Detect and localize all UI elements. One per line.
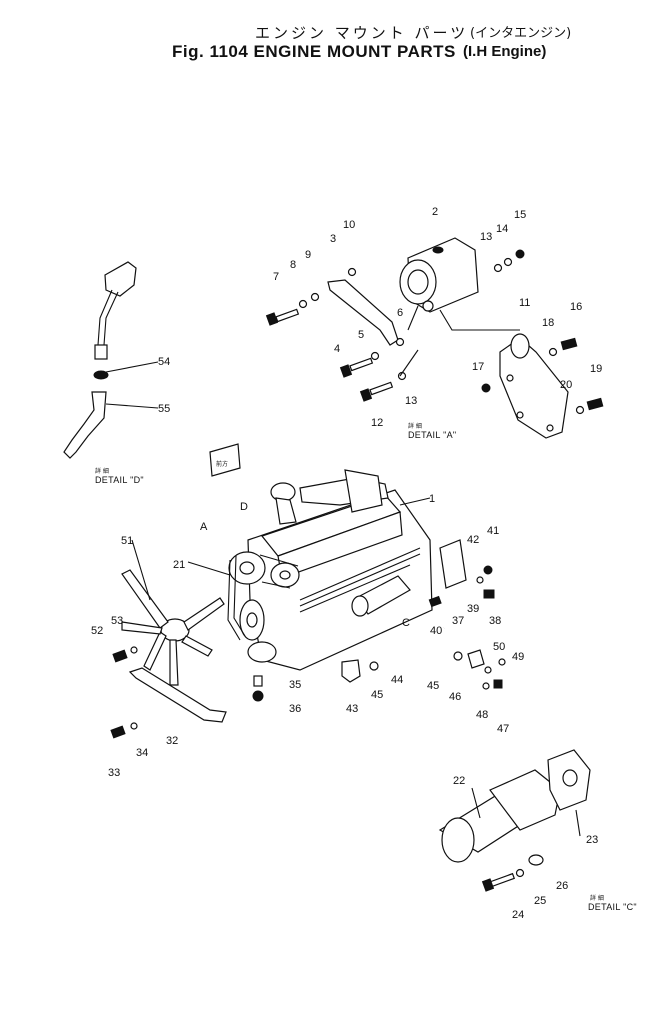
callout-3: 3 [330,233,336,245]
title-japanese-variant: (インタエンジン) [470,26,572,41]
callout-52: 52 [91,625,103,637]
callout-17: 17 [472,361,484,373]
callout-19: 19 [590,363,602,375]
leader-lines [105,361,581,837]
bolt-4 [339,357,374,378]
detail-c-mark: 詳 細 [590,894,604,902]
view-letter-c: C [402,617,410,629]
callout-16: 16 [570,301,582,313]
cooling-fan [121,569,225,686]
callout-20: 20 [560,379,572,391]
callout-44: 44 [391,674,403,686]
detail-d-hose-assembly [63,261,137,459]
callout-48: 48 [476,709,488,721]
callout-6: 6 [397,307,403,319]
detail-a-label: DETAIL "A" [408,430,456,440]
callout-39: 39 [467,603,479,615]
detail-d-label: DETAIL "D" [95,475,144,485]
callout-2: 2 [432,206,438,218]
callout-18: 18 [542,317,554,329]
callout-15: 15 [514,209,526,221]
view-letter-d: D [240,501,248,513]
callout-51: 51 [121,535,133,547]
callout-14: 14 [496,223,508,235]
callout-45b: 45 [427,680,439,692]
callout-9: 9 [305,249,311,261]
callout-33: 33 [108,767,120,779]
callout-53: 53 [111,615,123,627]
fan-guard-stay [128,667,227,723]
callout-12: 12 [371,417,383,429]
title-japanese: エンジン マウント パーツ [255,24,469,42]
detail-c-label: DETAIL "C" [588,902,637,912]
callout-1: 1 [429,493,435,505]
callout-25: 25 [534,895,546,907]
callout-46: 46 [449,691,461,703]
bolt-7 [265,308,300,326]
callout-22: 22 [453,775,465,787]
callout-54: 54 [158,356,170,368]
callout-26: 26 [556,880,568,892]
callout-5: 5 [358,329,364,341]
detail-d-mark: 詳 細 [95,467,109,475]
callout-8: 8 [290,259,296,271]
view-letter-a: A [200,521,208,533]
callout-34: 34 [136,747,148,759]
callout-7: 7 [273,271,279,283]
callout-42: 42 [467,534,479,546]
callout-13b: 13 [480,231,492,243]
callout-24: 24 [512,909,524,921]
engine-assembly: 前方 [209,443,467,683]
callout-38: 38 [489,615,501,627]
callout-45a: 45 [371,689,383,701]
detail-a-mark: 詳 細 [408,422,422,430]
figure-title: Fig. 1104 ENGINE MOUNT PARTS [172,42,456,61]
callout-50: 50 [493,641,505,653]
callout-55: 55 [158,403,170,415]
engine-variant: (I.H Engine) [463,43,547,60]
callout-13a: 13 [405,395,417,407]
callout-11: 11 [519,297,530,309]
callout-36: 36 [289,703,301,715]
callout-41: 41 [487,525,499,537]
callout-35: 35 [289,679,301,691]
bolt-12 [359,381,394,402]
callout-numbers: 1 2 3 4 5 6 7 8 9 10 11 12 13 13 14 15 1… [91,206,602,921]
detail-c-starter [438,749,591,892]
detail-a-alternator [265,237,525,402]
callout-21: 21 [173,559,185,571]
callout-49: 49 [512,651,524,663]
callout-43: 43 [346,703,358,715]
callout-40: 40 [430,625,442,637]
callout-10: 10 [343,219,355,231]
callout-4: 4 [334,343,340,355]
callout-32: 32 [166,735,178,747]
alternator-mounting-bracket [439,309,604,439]
callout-47: 47 [497,723,509,735]
direction-mark: 前方 [216,460,228,468]
callout-37: 37 [452,615,464,627]
callout-23: 23 [586,834,598,846]
